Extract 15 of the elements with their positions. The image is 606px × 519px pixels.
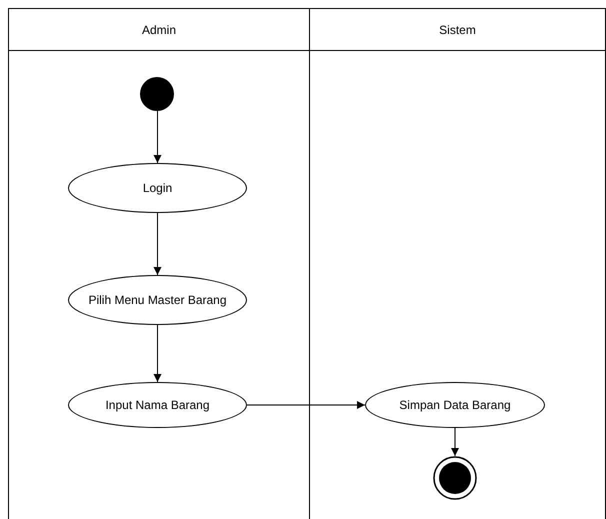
action-node: Simpan Data Barang (365, 382, 545, 428)
arrow (154, 212, 162, 276)
arrow (154, 110, 162, 164)
arrow (154, 324, 162, 382)
lane-title: Admin (9, 9, 309, 51)
lane-title: Sistem (310, 9, 605, 51)
action-node: Login (68, 163, 247, 213)
final-node (433, 456, 477, 500)
swimlane (309, 8, 606, 519)
action-node: Input Nama Barang (68, 382, 247, 428)
action-node: Pilih Menu Master Barang (68, 275, 247, 325)
arrow (246, 401, 366, 409)
arrow (451, 428, 459, 456)
initial-node (140, 77, 174, 111)
swimlane (8, 8, 310, 519)
